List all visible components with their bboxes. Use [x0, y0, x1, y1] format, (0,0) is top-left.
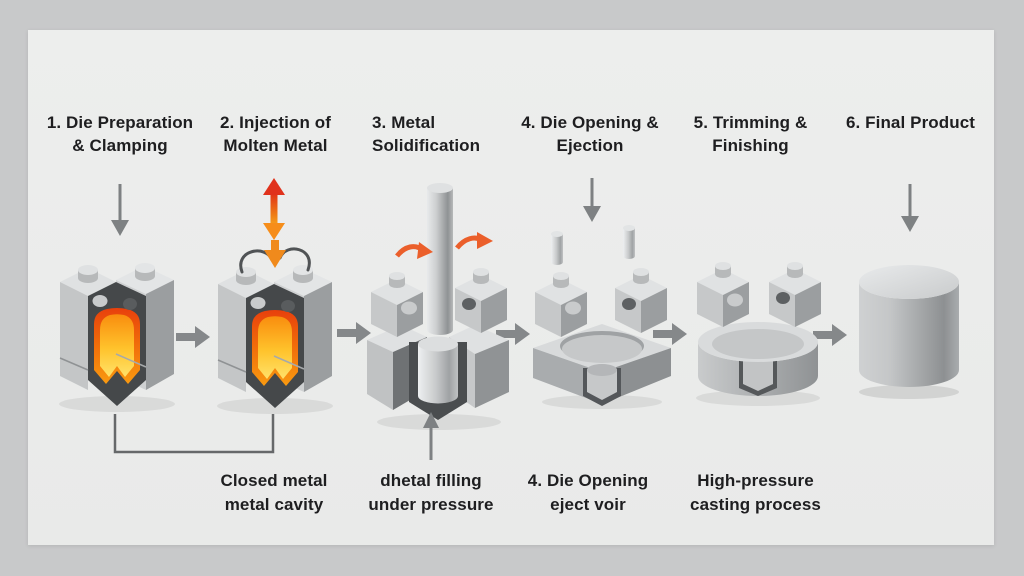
step-title-4: 4. Die Opening & Ejection — [521, 113, 659, 155]
step-title-3: 3. Metal Solidification — [372, 113, 481, 155]
die-plunger-press-icon — [367, 183, 509, 430]
ejector-pin — [551, 234, 563, 265]
arrow-up-icon — [423, 412, 439, 460]
cast-cylinder-icon — [859, 265, 959, 399]
caption-closed-cavity: Closed metal metal cavity — [220, 471, 328, 514]
flow-arrow-right-icon — [813, 324, 847, 346]
flow-arrow-right-icon — [496, 323, 530, 345]
diagram-card — [28, 30, 994, 545]
open-die-ejector-pins-icon — [533, 225, 671, 409]
step-title-6: 6. Final Product — [845, 113, 976, 132]
caption-die-opening: 4. Die Opening eject voir — [527, 471, 649, 514]
flow-arrow-right-icon — [337, 322, 371, 344]
double-arrow-vertical-orange-icon — [263, 178, 285, 240]
pour-arrowhead-icon — [264, 240, 286, 268]
arrow-down-icon — [583, 178, 601, 222]
caption-metal-filling: dhetal filling under pressure — [368, 471, 494, 514]
step-title-1: 1. Die Preparation & Clamping — [46, 113, 194, 155]
step-title-5: 5. Trimming & Finishing — [693, 113, 808, 155]
die-molten-injection-icon — [216, 240, 334, 415]
arrow-down-icon — [111, 184, 129, 236]
caption-high-pressure: High-pressure casting process — [690, 471, 821, 514]
flow-arrow-right-icon — [176, 326, 210, 348]
bracket-connector-line — [113, 414, 275, 454]
arrow-down-icon — [901, 184, 919, 232]
step-title-2: 2. Injection of Molten Metal — [219, 113, 332, 155]
ejector-pin — [623, 228, 635, 259]
trimming-die-icon — [696, 262, 821, 406]
closed-die-molten-cavity-icon — [58, 262, 176, 413]
flow-arrow-right-icon — [653, 323, 687, 345]
